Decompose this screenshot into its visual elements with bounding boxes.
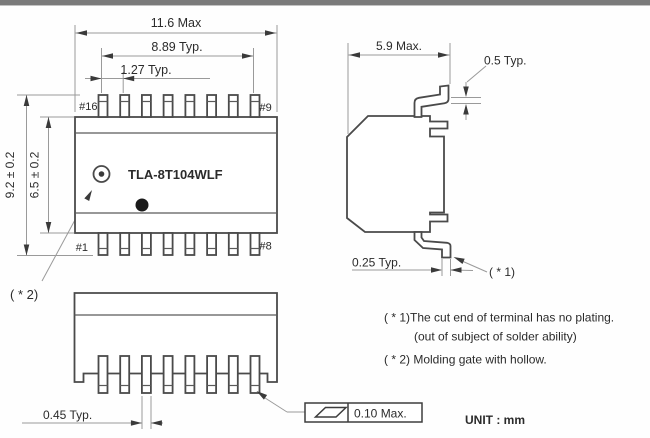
dim-lead-thickness-label: 0.5 Typ. — [484, 54, 526, 68]
bottom-view-pins — [97, 355, 261, 394]
top-view-pins-top — [97, 94, 261, 118]
note1-line2: (out of subject of solder ability) — [414, 330, 577, 344]
top-view-pins-bottom — [97, 232, 261, 256]
dim-depth-max-label: 5.9 Max. — [376, 39, 422, 53]
unit-label: UNIT : mm — [465, 413, 525, 427]
dim-cut-end-label: 0.25 Typ. — [352, 256, 401, 270]
dimension-lines — [17, 25, 488, 429]
pin-label-9: #9 — [260, 102, 272, 114]
molding-gate-marker-icon — [92, 165, 111, 183]
dimension-arrowheads — [23, 30, 469, 426]
note1-line1: ( * 1)The cut end of terminal has no pla… — [384, 311, 614, 325]
gate-ref-label: ( * 2) — [10, 287, 38, 302]
top-view-body — [74, 116, 278, 234]
flatness-callout: 0.10 Max. — [304, 402, 423, 423]
note2: ( * 2) Molding gate with hollow. — [384, 353, 547, 367]
dim-pitch-label: 1.27 Typ. — [120, 63, 171, 77]
side-view-lead-bottom — [413, 231, 452, 259]
polarity-dot-icon — [135, 198, 149, 212]
window-top-border — [0, 0, 650, 6]
pin-label-8: #8 — [260, 241, 272, 253]
dim-lead-width-label: 0.45 Typ. — [43, 408, 92, 422]
dim-width-max-label: 11.6 Max — [151, 16, 202, 30]
pin-label-1: #1 — [76, 242, 88, 254]
flatness-symbol-icon — [313, 406, 348, 418]
side-view-body — [346, 115, 449, 233]
dim-height-body-label: 6.5 ± 0.2 — [28, 151, 42, 198]
cut-end-ref-label: ( * 1) — [489, 265, 515, 279]
top-view — [74, 94, 278, 256]
labels: 11.6 Max 8.89 Typ. 1.27 Typ. 9.2 ± 0.2 6… — [3, 16, 614, 427]
part-number-label: TLA-8T104WLF — [128, 167, 223, 182]
dim-height-overall-label: 9.2 ± 0.2 — [3, 151, 17, 198]
bottom-view — [73, 292, 278, 394]
side-view-lead-top — [413, 84, 450, 118]
side-view — [346, 84, 452, 259]
dim-lead-span-label: 8.89 Typ. — [151, 40, 202, 54]
flatness-value-label: 0.10 Max. — [354, 407, 407, 421]
pin-label-16: #16 — [79, 101, 97, 113]
